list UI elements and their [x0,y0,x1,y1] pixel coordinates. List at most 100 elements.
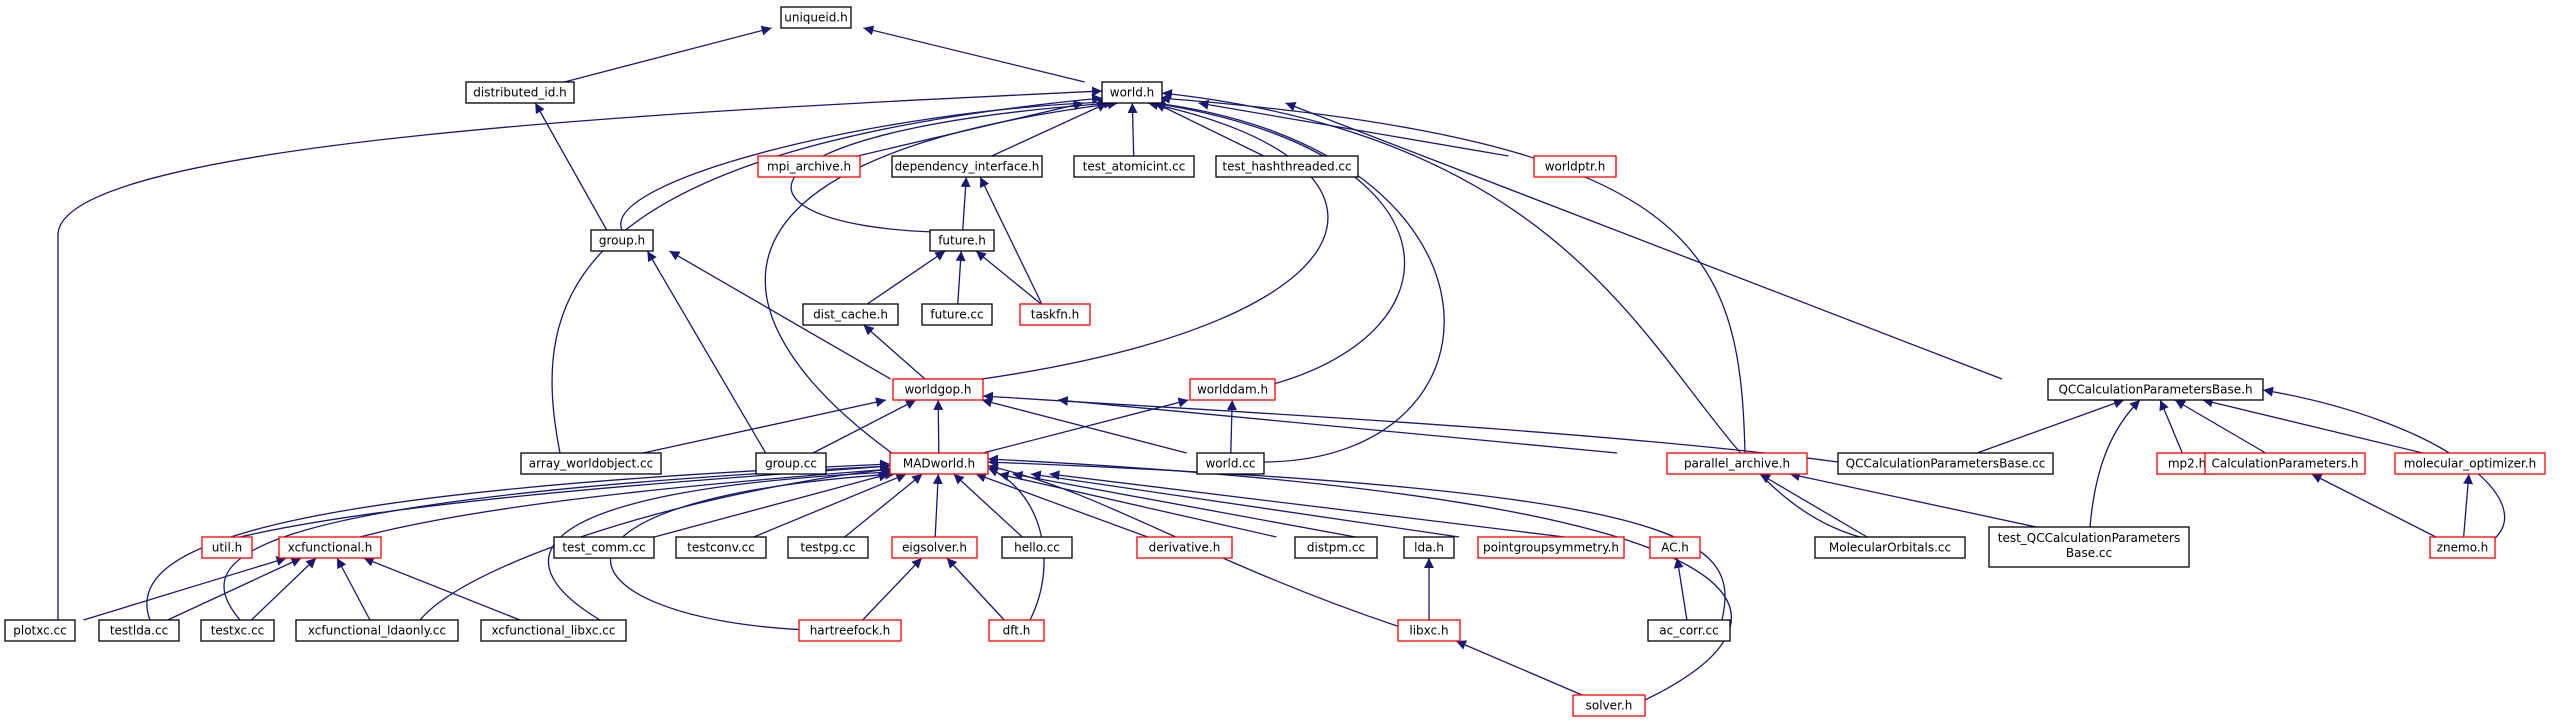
node-label-group_h: group.h [599,234,645,248]
edge-mp2-to-qccpb_h [2159,399,2183,454]
node-qccpb_cc[interactable]: QCCalculationParametersBase.cc [1837,452,2054,475]
node-box-distributed_id [465,81,575,104]
node-dft[interactable]: dft.h [988,619,1045,642]
node-testpg[interactable]: testpg.cc [787,536,869,559]
node-test_comm[interactable]: test_comm.cc [553,536,655,559]
node-util[interactable]: util.h [201,536,253,559]
edge-plotxc-to-xcfunctional [83,556,287,621]
node-label-solver: solver.h [1586,699,1633,713]
node-mol_opt[interactable]: molecular_optimizer.h [2394,452,2546,475]
edge-worldgop-to-world [974,100,1329,381]
edge-ac_h-to-madworld [1049,470,1565,538]
edge-dist_cache-to-future_h [866,250,946,305]
node-label-array_worldobject: array_worldobject.cc [529,457,654,471]
node-label-test_atomicint: test_atomicint.cc [1083,160,1186,174]
edge-test_qccpb-to-qccpb_h [2089,399,2141,528]
node-label-future_h: future.h [938,234,986,248]
node-box-test_qccpb [1988,526,2190,568]
node-mpi_archive[interactable]: mpi_archive.h [757,155,861,178]
node-qccpb_h[interactable]: QCCalculationParametersBase.h [2047,378,2264,401]
node-mp2[interactable]: mp2.h [2156,452,2218,475]
node-world_cc[interactable]: world.cc [1196,452,1265,475]
node-future_h[interactable]: future.h [929,229,995,252]
node-label-testconv: testconv.cc [687,541,755,555]
edge-test_atomicint-to-world [1127,102,1138,157]
node-test_atomicint[interactable]: test_atomicint.cc [1073,155,1195,178]
edge-qccpb_cc-to-qccpb_h [1976,398,2125,454]
node-test_qccpb[interactable]: test_QCCalculationParametersBase.cc [1988,526,2190,568]
node-label-qccpb_h: QCCalculationParametersBase.h [2058,383,2252,397]
node-label-hello: hello.cc [1014,541,1060,555]
node-box-future_cc [921,303,993,326]
node-box-solver [1572,694,1646,717]
edge-group_cc-to-group_h [646,250,767,454]
node-xcf_libxc[interactable]: xcfunctional_libxc.cc [480,619,627,642]
node-ac_h[interactable]: AC.h [1649,536,1701,559]
node-hartreefock[interactable]: hartreefock.h [798,619,902,642]
node-label-mpi_archive: mpi_archive.h [767,160,851,174]
node-molecular_orbitals[interactable]: MolecularOrbitals.cc [1814,536,1966,559]
node-distpm[interactable]: distpm.cc [1294,536,1378,559]
edge-xcf_libxc-to-madworld [547,467,893,621]
node-box-qccpb_h [2047,378,2264,401]
node-calc_params[interactable]: CalculationParameters.h [2204,452,2366,475]
node-dist_cache[interactable]: dist_cache.h [802,303,899,326]
edge-world_cc-to-worlddam [1226,399,1237,454]
edge-dft-to-eigsolver [946,557,1005,621]
node-label-xcf_libxc: xcfunctional_libxc.cc [492,624,616,638]
edge-testconv-to-madworld [753,473,907,538]
node-box-testlda [98,619,180,642]
node-libxc[interactable]: libxc.h [1397,619,1461,642]
node-testconv[interactable]: testconv.cc [675,536,767,559]
node-worldgop[interactable]: worldgop.h [892,378,984,401]
node-xcf_ldaonly[interactable]: xcfunctional_ldaonly.cc [295,619,459,642]
node-dependency_interface[interactable]: dependency_interface.h [891,155,1043,178]
node-ac_corr[interactable]: ac_corr.cc [1647,619,1731,642]
edge-xcfunctional-to-madworld [359,464,893,538]
edge-madworld-to-world [764,99,1119,457]
node-worldptr[interactable]: worldptr.h [1533,155,1617,178]
edge-worldgop-to-dist_cache [863,324,926,380]
node-distributed_id[interactable]: distributed_id.h [465,81,575,104]
node-eigsolver[interactable]: eigsolver.h [891,536,978,559]
node-array_worldobject[interactable]: array_worldobject.cc [520,452,662,475]
node-box-madworld [889,452,989,475]
node-lda[interactable]: lda.h [1403,536,1455,559]
edge-ac_corr-to-madworld [987,457,1726,621]
node-testxc[interactable]: testxc.cc [200,619,275,642]
node-pointgroupsymmetry[interactable]: pointgroupsymmetry.h [1477,536,1625,559]
edge-testlda-to-madworld [146,459,891,621]
edge-solver-to-libxc [1455,640,1583,696]
node-future_cc[interactable]: future.cc [921,303,993,326]
node-box-eigsolver [891,536,978,559]
node-worlddam[interactable]: worlddam.h [1189,378,1276,401]
node-box-hartreefock [798,619,902,642]
node-taskfn[interactable]: taskfn.h [1019,303,1091,326]
node-group_cc[interactable]: group.cc [755,452,827,475]
node-derivative[interactable]: derivative.h [1136,536,1233,559]
node-label-dft: dft.h [1003,624,1031,638]
node-group_h[interactable]: group.h [590,229,654,252]
edge-lda-to-madworld [1012,470,1356,538]
node-testlda[interactable]: testlda.cc [98,619,180,642]
node-label-qccpb_cc: QCCalculationParametersBase.cc [1846,457,2046,471]
node-xcfunctional[interactable]: xcfunctional.h [278,536,382,559]
node-plotxc[interactable]: plotxc.cc [4,619,76,642]
edge-dft-to-madworld [987,467,1045,621]
node-test_hashthreaded[interactable]: test_hashthreaded.cc [1215,155,1359,178]
node-madworld[interactable]: MADworld.h [889,452,989,475]
edge-test_comm-to-madworld [654,471,889,538]
node-world[interactable]: world.h [1101,81,1163,104]
node-label-xcfunctional: xcfunctional.h [288,541,373,555]
node-box-libxc [1397,619,1461,642]
node-solver[interactable]: solver.h [1572,694,1646,717]
node-hello[interactable]: hello.cc [1001,536,1073,559]
node-box-xcf_libxc [480,619,627,642]
node-znemo[interactable]: znemo.h [2429,536,2496,559]
node-parallel_archive[interactable]: parallel_archive.h [1666,452,1808,475]
edge-mol_opt-to-qccpb_h [2202,397,2423,454]
node-box-znemo [2429,536,2496,559]
node-label-testxc: testxc.cc [211,624,265,638]
node-label-distributed_id: distributed_id.h [473,86,566,100]
